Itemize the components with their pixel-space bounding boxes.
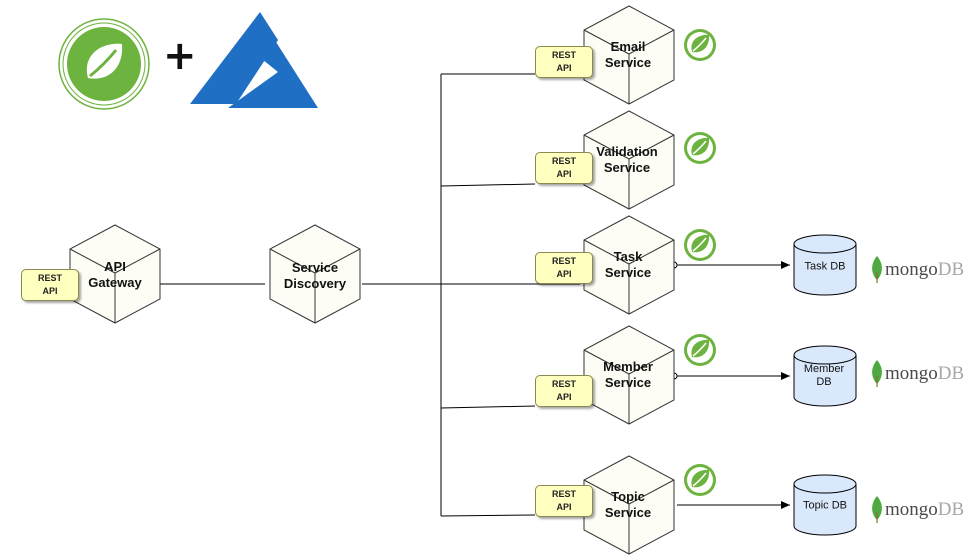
api-gateway-label-line2: Gateway	[88, 275, 142, 290]
validation-service-label: Validation Service	[596, 144, 657, 176]
mongodb-wordmark-db: DB	[937, 363, 965, 384]
service-label-line1: Member	[603, 359, 653, 374]
cube-icon	[269, 224, 361, 324]
service-discovery-label-line1: Service	[291, 260, 339, 275]
service-label-line1: Email	[610, 39, 646, 54]
bus-to-topic-line	[440, 514, 536, 517]
service-label-line2: Service	[603, 160, 651, 175]
topic-service-label: Topic Service	[605, 489, 651, 521]
member-db-label: Member DB	[804, 363, 844, 389]
rest-badge-label: REST	[551, 379, 576, 389]
db-label-line1: Topic DB	[802, 499, 848, 512]
cube-icon	[583, 5, 675, 105]
database-cylinder-icon	[793, 474, 857, 536]
azure-logo-icon	[190, 12, 318, 108]
rest-badge-label: REST	[37, 273, 62, 283]
member-service-label: Member Service	[603, 359, 653, 391]
rest-badge-label: REST	[551, 256, 576, 266]
cube-icon	[583, 215, 675, 315]
rest-badge-label: REST	[551, 156, 576, 166]
rest-api-badge-task: REST API	[535, 252, 593, 284]
mongodb-leaf-icon	[872, 496, 882, 523]
mongodb-wordmark: mongoDB	[885, 260, 964, 280]
service-discovery-label: Service Discovery	[284, 260, 346, 292]
spring-leaf-icon	[684, 29, 716, 61]
database-cylinder-icon	[793, 345, 857, 407]
service-discovery-label-line2: Discovery	[283, 276, 347, 291]
rest-badge-label: REST	[551, 50, 576, 60]
mongodb-leaf-icon	[872, 360, 882, 387]
mongodb-wordmark: mongoDB	[885, 500, 964, 520]
database-cylinder-icon	[793, 234, 857, 296]
service-label-line2: Service	[604, 375, 652, 390]
bus-to-member-line	[440, 405, 536, 409]
rest-api-badge-member: REST API	[535, 375, 593, 407]
topic-db-label: Topic DB	[803, 500, 847, 513]
cube-icon	[583, 325, 675, 425]
service-label-line2: Service	[604, 55, 652, 70]
spring-leaf-icon	[684, 334, 716, 366]
service-label-line1: Validation	[596, 144, 658, 159]
service-label-line2: Service	[604, 505, 652, 520]
api-badge-label: API	[556, 502, 572, 512]
db-label-line1: Member	[803, 363, 845, 375]
api-badge-label: API	[556, 269, 572, 279]
service-label-line1: Task	[613, 249, 643, 264]
api-gateway-label: API Gateway	[88, 259, 141, 291]
rest-api-badge-email: REST API	[535, 46, 593, 78]
mongodb-leaf-icon	[872, 256, 882, 283]
rest-badge-label: REST	[551, 489, 576, 499]
mongodb-wordmark-mongo: mongo	[885, 259, 938, 280]
service-label-line1: Topic	[611, 489, 645, 504]
api-badge-label: API	[556, 169, 572, 179]
api-gateway-label-line1: API	[104, 259, 126, 274]
rest-api-badge-gateway: REST API	[21, 269, 79, 301]
spring-leaf-icon	[684, 229, 716, 261]
db-label-line2: DB	[816, 376, 832, 388]
mongodb-wordmark-mongo: mongo	[885, 363, 938, 384]
task-db-label: Task DB	[805, 261, 846, 274]
mongodb-wordmark-db: DB	[937, 499, 965, 520]
service-label-line2: Service	[604, 265, 652, 280]
connector-lines	[160, 73, 580, 517]
spring-leaf-icon	[684, 464, 716, 496]
bus-to-validation-line	[440, 183, 536, 187]
db-label-line1: Task DB	[804, 260, 846, 273]
mongodb-wordmark-mongo: mongo	[885, 499, 938, 520]
spring-leaf-icon	[684, 132, 716, 164]
rest-api-badge-validation: REST API	[535, 152, 593, 184]
cube-icon	[583, 110, 675, 210]
api-badge-label: API	[556, 392, 572, 402]
rest-api-badge-topic: REST API	[535, 485, 593, 517]
api-badge-label: API	[42, 286, 58, 296]
plus-sign: +	[163, 33, 197, 79]
cube-icon	[69, 224, 161, 324]
mongodb-wordmark: mongoDB	[885, 364, 964, 384]
cube-icon	[583, 455, 675, 555]
email-service-label: Email Service	[605, 39, 651, 71]
api-badge-label: API	[556, 63, 572, 73]
spring-logo-icon	[58, 18, 150, 110]
task-service-label: Task Service	[605, 249, 651, 281]
mongodb-wordmark-db: DB	[937, 259, 965, 280]
